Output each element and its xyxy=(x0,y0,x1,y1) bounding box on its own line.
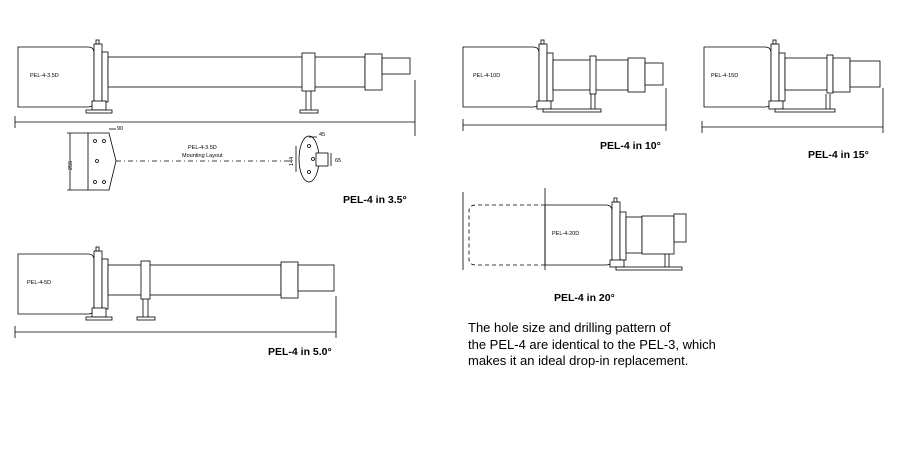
dimension-45: 45 xyxy=(319,132,325,138)
lens-sleeve xyxy=(641,215,675,255)
front-bracket xyxy=(91,307,107,318)
pel4-5-side-view xyxy=(14,246,337,338)
lens-sleeve xyxy=(280,261,299,299)
base-rail xyxy=(774,108,836,113)
model-label-pel4-15: PEL-4-15D xyxy=(711,73,738,79)
note-line-1: The hole size and drilling pattern of xyxy=(468,320,671,335)
front-bracket xyxy=(609,259,625,268)
lens-sleeve xyxy=(364,53,383,91)
lens-barrel xyxy=(625,216,643,254)
pel4-3-5-mounting-layout xyxy=(67,128,332,191)
caption-pel4-10: PEL-4 in 10° xyxy=(600,140,661,152)
lens-barrel xyxy=(107,56,366,88)
lens-barrel xyxy=(784,57,831,91)
lens-collar xyxy=(778,52,786,102)
alternate-housing-outline xyxy=(468,204,545,266)
dimension-144: 144 xyxy=(289,157,295,166)
dimension-90: 90 xyxy=(117,126,123,132)
base-rail xyxy=(615,266,683,271)
mounting-flange xyxy=(93,250,103,318)
front-mounting-plate xyxy=(87,132,117,191)
replacement-note: The hole size and drilling pattern of th… xyxy=(468,320,798,370)
front-lens xyxy=(381,57,411,75)
caption-pel4-3-5: PEL-4 in 3.5° xyxy=(343,194,407,206)
base-rail xyxy=(542,108,602,113)
barrel-clamp-ring xyxy=(140,260,151,300)
mounting-flange xyxy=(93,43,103,111)
front-lens xyxy=(644,62,664,86)
lens-collar xyxy=(546,52,554,102)
mounting-flange xyxy=(770,43,780,109)
front-bracket xyxy=(768,100,784,110)
barrel-clamp-ring xyxy=(301,52,316,92)
pel4-20-side-view xyxy=(462,188,687,271)
rear-mount-tab xyxy=(315,152,329,167)
lens-sleeve xyxy=(627,57,646,93)
pel4-10-side-view xyxy=(462,39,667,131)
barrel-clamp-ring xyxy=(826,54,834,94)
front-foot xyxy=(85,109,113,114)
model-label-pel4-20: PEL-4-20D xyxy=(552,231,579,237)
barrel-clamp-ring xyxy=(589,55,597,95)
front-lens xyxy=(849,60,881,88)
front-bracket xyxy=(91,100,107,111)
dimension-65: 65 xyxy=(335,158,341,164)
caption-pel4-20: PEL-4 in 20° xyxy=(554,292,615,304)
top-clamp xyxy=(95,39,100,45)
front-foot xyxy=(85,316,113,321)
layout-subtitle: Mounting Layout xyxy=(182,153,223,159)
mounting-flange xyxy=(611,201,621,267)
lens-barrel xyxy=(107,264,282,296)
pel4-15-side-view xyxy=(701,39,884,133)
front-lens xyxy=(673,213,687,243)
front-bracket xyxy=(536,100,552,110)
mounting-flange xyxy=(538,43,548,109)
note-line-2: the PEL-4 are identical to the PEL-3, wh… xyxy=(468,336,716,352)
front-lens xyxy=(297,264,335,292)
dimension-255: 255 xyxy=(68,161,74,170)
lens-collar xyxy=(101,258,109,310)
caption-pel4-5: PEL-4 in 5.0° xyxy=(268,346,332,358)
note-line-3: makes it an ideal drop-in replacement. xyxy=(468,353,689,368)
pel4-3-5-side-view xyxy=(14,39,416,136)
lens-sleeve xyxy=(832,57,851,93)
layout-title: PEL-4-3.5D xyxy=(188,145,217,151)
stand-foot xyxy=(299,109,319,114)
lens-collar xyxy=(101,51,109,103)
caption-pel4-15: PEL-4 in 15° xyxy=(808,149,869,161)
model-label-pel4-10: PEL-4-10D xyxy=(473,73,500,79)
lens-collar xyxy=(619,211,627,261)
stand-foot xyxy=(136,316,156,321)
model-label-pel4-3-5: PEL-4-3.5D xyxy=(30,73,59,79)
model-label-pel4-5: PEL-4-5D xyxy=(27,280,51,286)
